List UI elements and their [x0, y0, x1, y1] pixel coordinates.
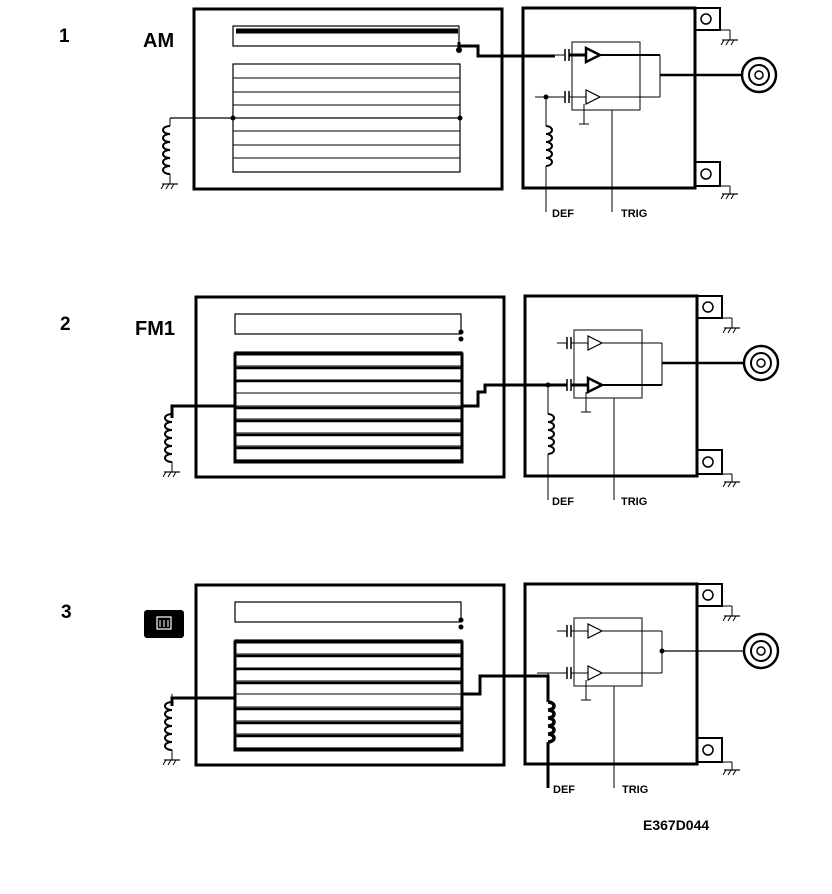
panel-3-number: 3	[61, 602, 72, 623]
drawing-code: E367D044	[643, 817, 709, 833]
rear-defrost-button-icon	[144, 610, 184, 638]
panel-2: 2 FM1 DEF TRIG	[60, 296, 778, 508]
panel-2-mode-label: FM1	[135, 318, 175, 340]
panel-2-number: 2	[60, 314, 71, 335]
panel-1: 1 AM DEF TRIG	[59, 8, 776, 220]
panel-3: 3 DEF TRIG	[61, 584, 778, 796]
panel-1-number: 1	[59, 26, 70, 47]
panel-2-def-label: DEF	[552, 496, 574, 508]
panel-1-def-label: DEF	[552, 208, 574, 220]
panel-3-trig-label: TRIG	[622, 784, 648, 796]
panel-1-mode-label: AM	[143, 30, 174, 52]
panel-2-trig-label: TRIG	[621, 496, 647, 508]
panel-3-def-label: DEF	[553, 784, 575, 796]
panel-1-trig-label: TRIG	[621, 208, 647, 220]
